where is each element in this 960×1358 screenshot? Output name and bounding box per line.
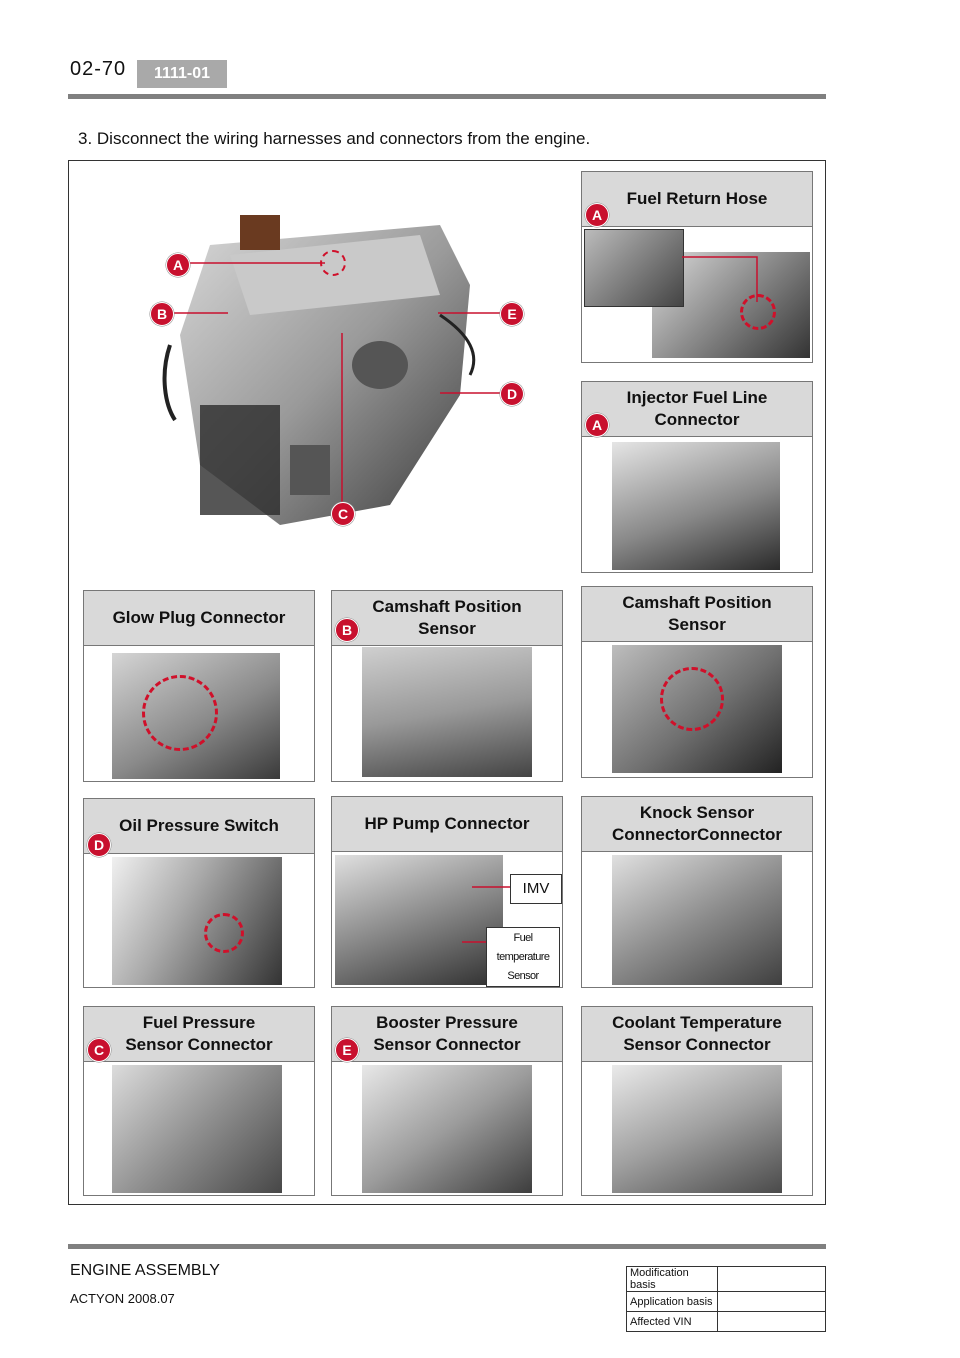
info-row: Application basis: [626, 1291, 826, 1312]
panel-injector-fuel-line-connector: Injector Fuel Line Connector A: [581, 381, 813, 573]
highlight-circle: [740, 294, 776, 330]
panel-badge: C: [87, 1038, 111, 1062]
panel-booster-pressure-sensor-connector: Booster Pressure Sensor Connector E: [331, 1006, 563, 1196]
callout-badge-a: A: [166, 253, 190, 277]
overview-highlight-circle-a: [320, 250, 346, 276]
highlight-circle: [660, 667, 724, 731]
callout-badge-c: C: [331, 502, 355, 526]
panel-coolant-temperature-sensor-connector: Coolant Temperature Sensor Connector: [581, 1006, 813, 1196]
panel-oil-pressure-switch: Oil Pressure Switch D: [83, 798, 315, 988]
highlight-circle: [142, 675, 218, 751]
oil-pressure-switch-photo: [112, 857, 282, 985]
panel-badge: A: [585, 203, 609, 227]
info-label: Application basis: [626, 1291, 718, 1312]
panel-title: Camshaft Position Sensor: [332, 591, 562, 646]
label-imv: IMV: [510, 874, 562, 904]
header-rule: [68, 94, 826, 99]
panel-title: Fuel Return Hose: [582, 172, 812, 227]
inset-leader-line: [682, 256, 758, 302]
panel-title: Coolant Temperature Sensor Connector: [582, 1007, 812, 1062]
panel-fuel-return-hose: Fuel Return Hose A: [581, 171, 813, 363]
info-value: [717, 1291, 826, 1312]
footer-rule: [68, 1244, 826, 1249]
info-row: Modification basis: [626, 1266, 826, 1292]
figure-frame: [68, 160, 826, 1205]
callout-lines: [173, 262, 505, 505]
footer-title: ENGINE ASSEMBLY: [70, 1262, 220, 1279]
panel-title: Oil Pressure Switch: [84, 799, 314, 854]
knock-sensor-photo: [612, 855, 782, 985]
panel-badge: D: [87, 833, 111, 857]
callout-badge-b: B: [150, 302, 174, 326]
callout-badge-e: E: [500, 302, 524, 326]
panel-title: Camshaft Position Sensor: [582, 587, 812, 642]
section-code-badge: 1111-01: [137, 60, 227, 88]
panel-title: Glow Plug Connector: [84, 591, 314, 646]
callout-badge-d: D: [500, 382, 524, 406]
instruction-text: 3. Disconnect the wiring harnesses and c…: [78, 129, 591, 148]
info-row: Affected VIN: [626, 1311, 826, 1332]
panel-title: Injector Fuel Line Connector: [582, 382, 812, 437]
fuel-return-hose-inset-photo: [584, 229, 684, 307]
injector-fuel-line-photo: [612, 442, 780, 570]
footer-model: ACTYON 2008.07: [70, 1291, 175, 1306]
info-label: Modification basis: [626, 1266, 718, 1292]
hp-pump-photo: [335, 855, 503, 985]
info-label: Affected VIN: [626, 1311, 718, 1332]
hp-pump-leader-lines: [462, 886, 512, 943]
panel-fuel-pressure-sensor-connector: Fuel Pressure Sensor Connector C: [83, 1006, 315, 1196]
revision-info-table: Modification basis Application basis Aff…: [626, 1266, 826, 1332]
panel-camshaft-position-sensor-b: Camshaft Position Sensor B: [331, 590, 563, 782]
info-value: [717, 1311, 826, 1332]
panel-title: HP Pump Connector: [332, 797, 562, 852]
fuel-pressure-sensor-photo: [112, 1065, 282, 1193]
page-number: 02-70: [70, 58, 127, 80]
panel-hp-pump-connector: HP Pump Connector IMV Fuel temperature S…: [331, 796, 563, 988]
engine-overview-illustration: A B C D E: [140, 205, 540, 545]
highlight-circle: [204, 913, 244, 953]
panel-badge: E: [335, 1038, 359, 1062]
coolant-temperature-sensor-photo: [612, 1065, 782, 1193]
panel-badge: B: [335, 618, 359, 642]
label-fuel-temperature-sensor: Fuel temperature Sensor: [486, 927, 560, 987]
booster-pressure-sensor-photo: [362, 1065, 532, 1193]
panel-title: Fuel Pressure Sensor Connector: [84, 1007, 314, 1062]
panel-title: Booster Pressure Sensor Connector: [332, 1007, 562, 1062]
panel-badge: A: [585, 413, 609, 437]
camshaft-sensor-b-photo: [362, 647, 532, 777]
panel-title: Knock Sensor ConnectorConnector: [582, 797, 812, 852]
panel-knock-sensor-connector: Knock Sensor ConnectorConnector: [581, 796, 813, 988]
info-value: [717, 1266, 826, 1292]
panel-camshaft-position-sensor: Camshaft Position Sensor: [581, 586, 813, 778]
panel-glow-plug-connector: Glow Plug Connector: [83, 590, 315, 782]
